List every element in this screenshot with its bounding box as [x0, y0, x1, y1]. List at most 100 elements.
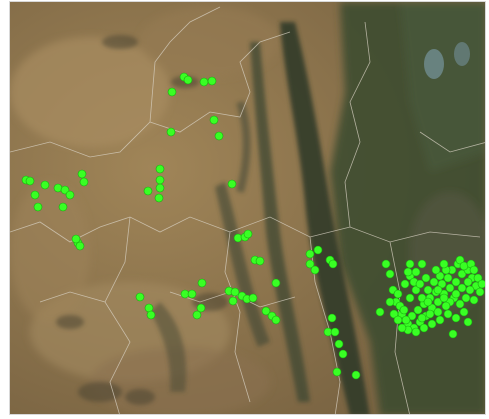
observation-marker[interactable]	[305, 249, 315, 259]
observation-marker[interactable]	[407, 311, 417, 321]
observation-marker[interactable]	[248, 293, 258, 303]
observation-marker[interactable]	[167, 87, 177, 97]
observation-marker[interactable]	[448, 329, 458, 339]
observation-marker[interactable]	[197, 278, 207, 288]
observation-marker[interactable]	[75, 241, 85, 251]
observation-marker[interactable]	[334, 339, 344, 349]
observation-marker[interactable]	[465, 285, 475, 295]
observation-marker[interactable]	[401, 315, 411, 325]
observation-marker[interactable]	[385, 269, 395, 279]
observation-marker[interactable]	[58, 202, 68, 212]
observation-marker[interactable]	[411, 267, 421, 277]
observation-marker[interactable]	[228, 296, 238, 306]
observation-marker[interactable]	[77, 169, 87, 179]
observation-marker[interactable]	[439, 259, 449, 269]
observation-marker[interactable]	[71, 234, 81, 244]
observation-marker[interactable]	[271, 278, 281, 288]
observation-marker[interactable]	[425, 309, 435, 319]
observation-marker[interactable]	[207, 76, 217, 86]
observation-marker[interactable]	[146, 310, 156, 320]
observation-marker[interactable]	[330, 327, 340, 337]
observation-marker[interactable]	[411, 327, 421, 337]
observation-marker[interactable]	[400, 279, 410, 289]
observation-marker[interactable]	[30, 190, 40, 200]
observation-marker[interactable]	[451, 277, 461, 287]
observation-marker[interactable]	[305, 259, 315, 269]
observation-marker[interactable]	[40, 180, 50, 190]
observation-marker[interactable]	[389, 309, 399, 319]
observation-marker[interactable]	[79, 177, 89, 187]
observation-marker[interactable]	[230, 287, 240, 297]
observation-marker[interactable]	[433, 285, 443, 295]
observation-marker[interactable]	[351, 370, 361, 380]
observation-marker[interactable]	[393, 289, 403, 299]
observation-marker[interactable]	[469, 265, 479, 275]
observation-marker[interactable]	[473, 273, 483, 283]
observation-marker[interactable]	[423, 285, 433, 295]
observation-marker[interactable]	[393, 315, 403, 325]
observation-marker[interactable]	[433, 307, 443, 317]
observation-marker[interactable]	[25, 176, 35, 186]
observation-marker[interactable]	[143, 186, 153, 196]
observation-marker[interactable]	[461, 293, 471, 303]
observation-marker[interactable]	[463, 277, 473, 287]
observation-marker[interactable]	[399, 305, 409, 315]
observation-marker[interactable]	[328, 259, 338, 269]
observation-marker[interactable]	[154, 193, 164, 203]
observation-marker[interactable]	[196, 303, 206, 313]
observation-marker[interactable]	[33, 202, 43, 212]
observation-marker[interactable]	[192, 310, 202, 320]
observation-marker[interactable]	[214, 131, 224, 141]
observation-marker[interactable]	[199, 77, 209, 87]
observation-marker[interactable]	[417, 313, 427, 323]
observation-marker[interactable]	[451, 313, 461, 323]
observation-marker[interactable]	[338, 349, 348, 359]
observation-marker[interactable]	[255, 256, 265, 266]
observation-marker[interactable]	[233, 233, 243, 243]
observation-marker[interactable]	[227, 179, 237, 189]
observation-marker[interactable]	[457, 269, 467, 279]
observation-marker[interactable]	[166, 127, 176, 137]
observation-marker[interactable]	[445, 283, 455, 293]
observation-marker[interactable]	[459, 307, 469, 317]
observation-marker[interactable]	[439, 293, 449, 303]
observation-marker[interactable]	[155, 164, 165, 174]
observation-marker[interactable]	[469, 295, 479, 305]
observation-marker[interactable]	[435, 315, 445, 325]
observation-marker[interactable]	[187, 289, 197, 299]
observation-marker[interactable]	[477, 279, 486, 289]
observation-marker[interactable]	[135, 292, 145, 302]
observation-marker[interactable]	[261, 306, 271, 316]
observation-marker[interactable]	[435, 271, 445, 281]
observation-marker[interactable]	[455, 299, 465, 309]
observation-marker[interactable]	[457, 283, 467, 293]
observation-marker[interactable]	[183, 75, 193, 85]
observation-marker[interactable]	[405, 259, 415, 269]
observation-marker[interactable]	[463, 317, 473, 327]
observation-marker[interactable]	[419, 323, 429, 333]
observation-marker[interactable]	[417, 259, 427, 269]
observation-marker[interactable]	[429, 277, 439, 287]
observation-marker[interactable]	[443, 273, 453, 283]
observation-marker[interactable]	[381, 259, 391, 269]
observation-marker[interactable]	[433, 297, 443, 307]
satellite-map[interactable]	[9, 1, 486, 415]
observation-marker[interactable]	[310, 265, 320, 275]
observation-marker[interactable]	[437, 279, 447, 289]
observation-marker[interactable]	[313, 245, 323, 255]
observation-marker[interactable]	[271, 315, 281, 325]
observation-marker[interactable]	[243, 229, 253, 239]
observation-marker[interactable]	[413, 305, 423, 315]
observation-marker[interactable]	[385, 297, 395, 307]
observation-marker[interactable]	[405, 293, 415, 303]
observation-marker[interactable]	[415, 279, 425, 289]
observation-marker[interactable]	[441, 301, 451, 311]
observation-marker[interactable]	[451, 289, 461, 299]
observation-marker[interactable]	[421, 273, 431, 283]
observation-marker[interactable]	[403, 267, 413, 277]
observation-marker[interactable]	[431, 265, 441, 275]
observation-marker[interactable]	[397, 323, 407, 333]
observation-marker[interactable]	[327, 313, 337, 323]
observation-marker[interactable]	[209, 115, 219, 125]
observation-marker[interactable]	[427, 319, 437, 329]
